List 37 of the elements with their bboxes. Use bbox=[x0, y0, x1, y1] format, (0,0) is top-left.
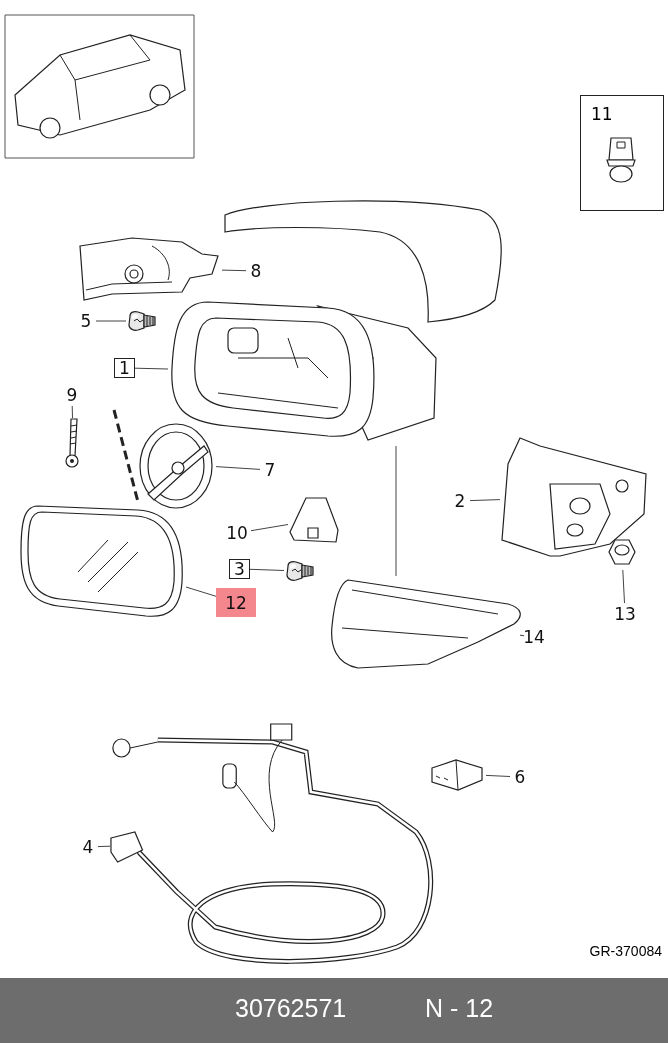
leader-line bbox=[95, 320, 127, 322]
leader-line bbox=[134, 367, 169, 370]
leader-line bbox=[469, 499, 501, 502]
leader-line bbox=[215, 466, 261, 470]
callout-number: 1 bbox=[114, 358, 135, 378]
callout-number: 4 bbox=[78, 836, 98, 858]
callout-number: 5 bbox=[76, 310, 96, 332]
leader-line bbox=[221, 269, 247, 272]
leader-line bbox=[485, 774, 511, 777]
leader-line bbox=[185, 586, 217, 597]
callout-number: 9 bbox=[62, 384, 82, 406]
callout-number: 2 bbox=[450, 490, 470, 512]
callout-number: 11 bbox=[591, 104, 613, 124]
callout-number: 7 bbox=[260, 459, 280, 481]
leader-line bbox=[249, 568, 285, 571]
bulb-drawing bbox=[284, 560, 316, 582]
callout-number: 8 bbox=[246, 260, 266, 282]
leader-line bbox=[622, 569, 625, 604]
mirror-glass-drawing bbox=[18, 502, 186, 620]
callout-number: 12 bbox=[216, 588, 256, 617]
leader-line bbox=[97, 845, 111, 848]
mirror-bracket-drawing bbox=[500, 434, 648, 560]
callout-number: 14 bbox=[520, 626, 548, 648]
part-number: 30762571 bbox=[235, 994, 347, 1023]
callout-number: 3 bbox=[229, 559, 250, 579]
drawing-number: GR-370084 bbox=[589, 943, 662, 959]
leader-line bbox=[250, 524, 289, 532]
position-number: N - 12 bbox=[425, 994, 494, 1023]
inset-box bbox=[580, 95, 664, 211]
leader-line bbox=[519, 634, 525, 637]
puddle-lamp-drawing bbox=[288, 494, 342, 546]
callout-number: 13 bbox=[612, 603, 638, 625]
callout-number: 10 bbox=[223, 522, 251, 544]
lower-cover-drawing bbox=[328, 576, 524, 670]
bulb-drawing bbox=[126, 310, 158, 332]
leader-line bbox=[71, 405, 73, 419]
callout-number: 6 bbox=[510, 766, 530, 788]
